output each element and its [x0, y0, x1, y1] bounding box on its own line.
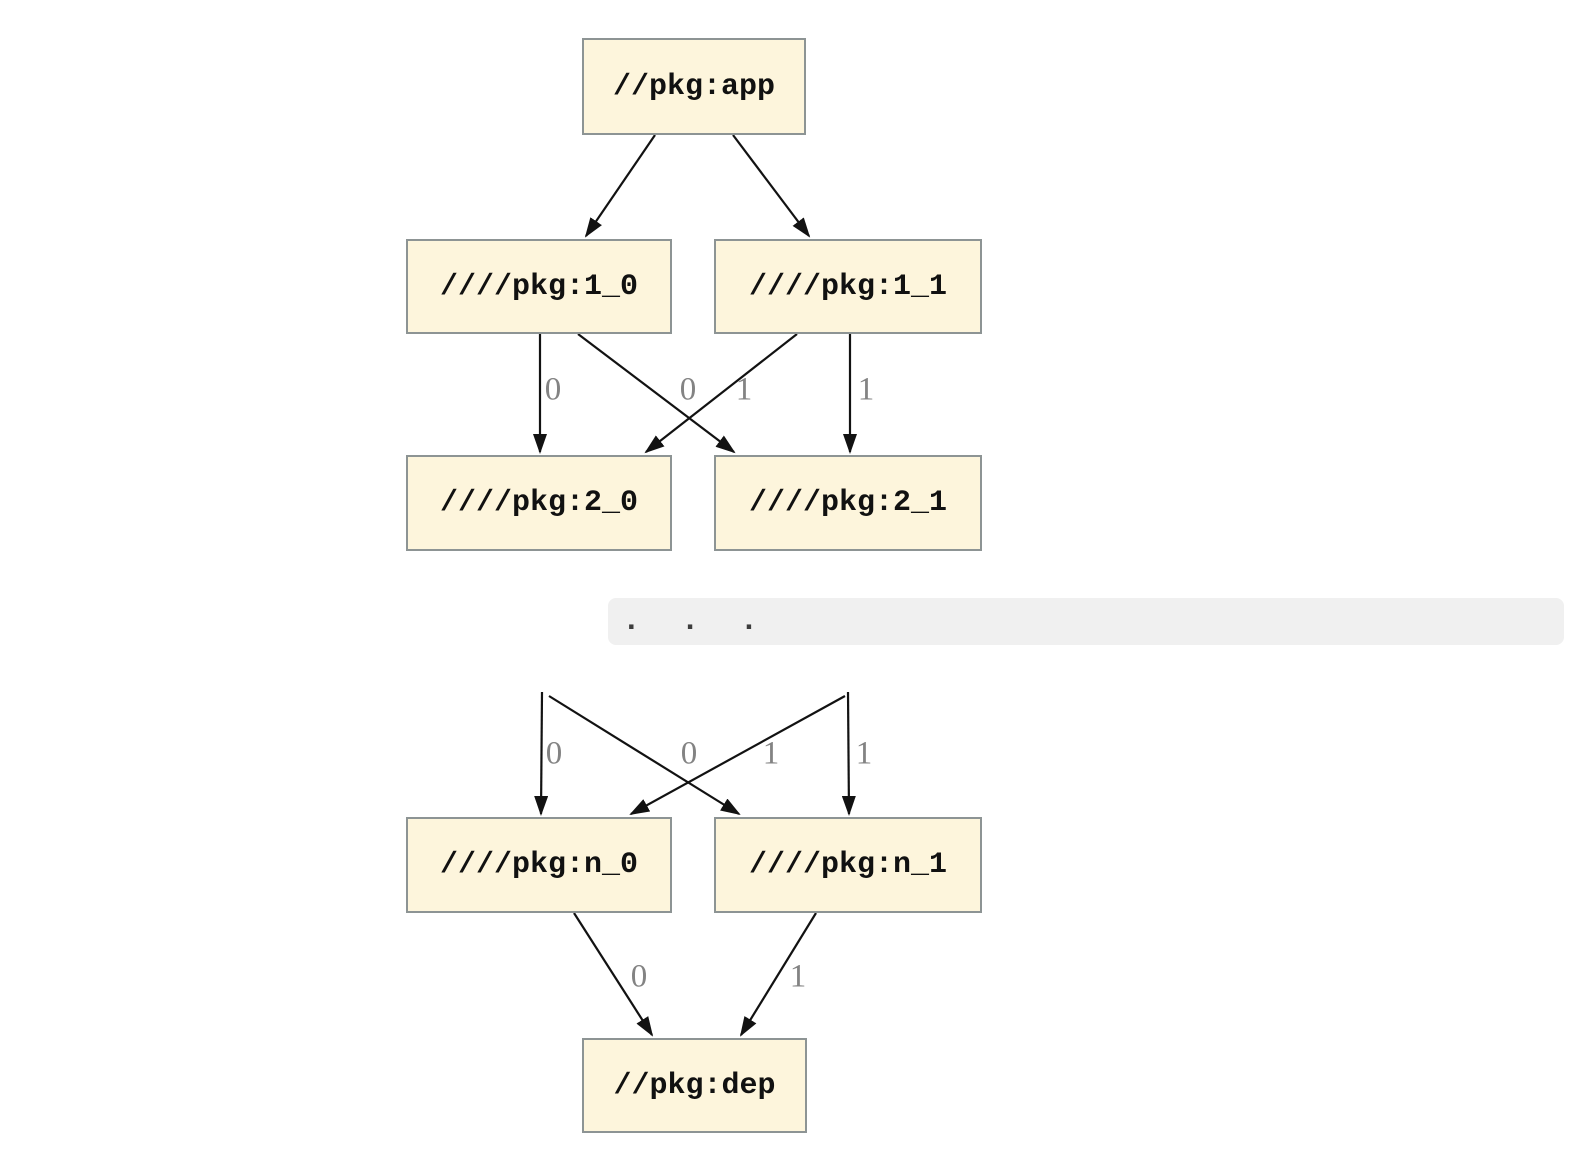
node-pkg-2_0-label: ////pkg:2_0	[439, 486, 639, 520]
node-pkg-app: //pkg:app	[582, 38, 806, 135]
node-pkg-1_0-label: ////pkg:1_0	[439, 269, 639, 304]
edge-label-1_1-2_1: 1	[857, 371, 875, 408]
edge-label-hidden0-n_0: 0	[545, 735, 563, 772]
node-pkg-n_0: ////pkg:n_0	[406, 817, 672, 913]
edge-hidden0-to-n_0	[534, 691, 549, 816]
ellipsis-dots: . . .	[622, 604, 760, 639]
edge-label-n_1-dep: 1	[789, 958, 807, 995]
edge-n_0-to-dep	[573, 912, 654, 1037]
node-pkg-dep: //pkg:dep	[582, 1038, 807, 1133]
edge-label-n_0-dep: 0	[630, 958, 648, 995]
edge-1_0-to-2_1	[577, 333, 736, 454]
edge-label-hidden1-n_0: 0	[680, 735, 698, 772]
node-pkg-1_1: ////pkg:1_1	[714, 239, 982, 334]
node-pkg-2_1-label: ////pkg:2_1	[748, 486, 948, 520]
edge-hidden1-to-n_0	[629, 695, 846, 815]
node-pkg-n_1-label: ////pkg:n_1	[748, 848, 948, 882]
edge-app-to-1_0	[584, 134, 656, 238]
node-pkg-1_0: ////pkg:1_0	[406, 239, 672, 334]
edge-app-to-1_1	[732, 134, 811, 238]
edge-n_1-to-dep	[739, 912, 817, 1037]
edge-label-hidden1-n_1: 1	[855, 735, 873, 772]
edge-label-1_0-2_1: 1	[735, 371, 753, 408]
node-pkg-n_0-label: ////pkg:n_0	[439, 848, 639, 882]
node-pkg-n_1: ////pkg:n_1	[714, 817, 982, 913]
node-pkg-app-label: //pkg:app	[612, 69, 776, 104]
edge-1_1-to-2_0	[644, 333, 798, 454]
edge-hidden0-to-n_1	[548, 695, 741, 816]
node-pkg-1_1-label: ////pkg:1_1	[748, 269, 948, 304]
edge-label-hidden0-n_1: 1	[762, 735, 780, 772]
node-pkg-2_0: ////pkg:2_0	[406, 455, 672, 551]
node-pkg-2_1: ////pkg:2_1	[714, 455, 982, 551]
ellipsis-band: . . .	[608, 598, 1564, 645]
node-pkg-dep-label: //pkg:dep	[613, 1068, 776, 1103]
edge-hidden1-to-n_1	[841, 691, 856, 816]
edge-label-1_0-2_0: 0	[544, 371, 562, 408]
edge-label-1_1-2_0: 0	[679, 371, 697, 408]
